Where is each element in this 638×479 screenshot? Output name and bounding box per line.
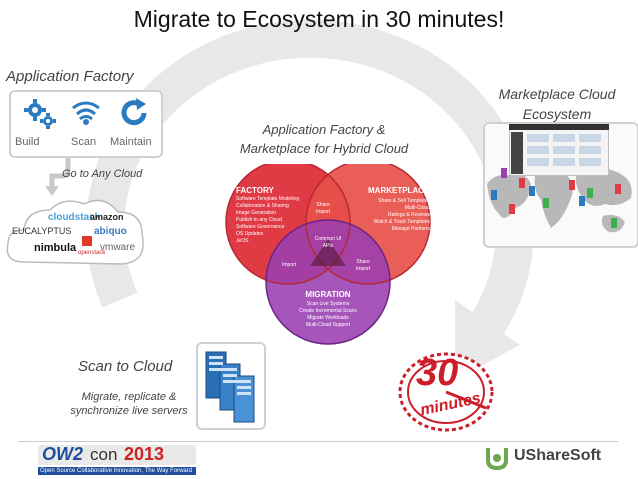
center-caption-line-2: Marketplace for Hybrid Cloud	[239, 141, 409, 156]
page-title: Migrate to Ecosystem in 30 minutes!	[133, 6, 505, 32]
cloudstack-logo: cloudstack	[48, 212, 101, 223]
venn-factory-line: Software Governance	[236, 224, 285, 230]
venn-share-import-right: Share Import	[356, 259, 370, 273]
ow2con-logo: OW2 con 2013 Open Source Collaborative I…	[38, 444, 198, 479]
marketplace-title-line-1: Marketplace Cloud	[498, 86, 616, 102]
venn-import-label: Import	[316, 209, 331, 215]
amazon-logo: amazon	[90, 212, 124, 222]
venn-common-line: APIs	[322, 243, 334, 249]
openstack-logo: openstack	[78, 250, 106, 256]
venn-diagram: FACTORY Software Template Modeling Colla…	[210, 164, 446, 346]
usharesoft-logo: UShareSoft	[484, 442, 610, 472]
venn-share-import-top: Share Import	[316, 202, 330, 216]
venn-import-left: Import	[282, 262, 297, 268]
openstack-icon	[82, 236, 92, 246]
scan-label: Scan	[71, 136, 97, 148]
scan-subtitle-line-1: Migrate, replicate &	[81, 391, 177, 403]
thirty-minutes-badge: 30 minutes	[396, 348, 496, 434]
build-label: Build	[15, 136, 40, 148]
ow2-tagline: Open Source Collaborative Innovation, Th…	[38, 467, 196, 475]
venn-marketplace-line: Multi-Cloud	[404, 205, 430, 211]
venn-migration-line: Multi-Cloud Support	[305, 322, 351, 328]
marketplace-screenshot	[509, 124, 609, 176]
marketplace-box	[483, 122, 638, 248]
stopwatch-icon	[398, 352, 494, 432]
venn-import-label: Import	[356, 266, 371, 272]
venn-common-line: Common UI	[314, 236, 342, 242]
con-text: con	[90, 445, 118, 464]
scan-subtitle: Migrate, replicate & synchronize live se…	[64, 390, 194, 418]
app-factory-title: Application Factory	[6, 68, 134, 85]
venn-common: Common UI APIs	[310, 236, 346, 250]
venn-factory-line: Publish to any Cloud	[236, 217, 282, 223]
venn-marketplace-line: Watch & Track Templates	[373, 219, 430, 225]
eucalyptus-logo: EUCALYPTUS	[12, 226, 72, 236]
venn-factory-lines: Software Template Modeling Collaboration…	[236, 196, 299, 245]
venn-factory-line: Image Generation	[236, 210, 277, 216]
ow2con-logo-bg	[38, 445, 196, 465]
venn-marketplace-title: MARKETPLACE	[368, 186, 430, 195]
app-factory-box: Build Scan Maintain	[9, 90, 163, 158]
cloud-providers: cloudstack amazon EUCALYPTUS abiquo nimb…	[4, 192, 148, 274]
venn-marketplace-lines: Share & Sell Templates Multi-Cloud Ratin…	[350, 198, 430, 233]
venn-factory-title: FACTORY	[236, 186, 274, 195]
scan-subtitle-line-2: synchronize live servers	[70, 405, 188, 417]
usharesoft-icon	[486, 448, 508, 470]
refresh-icon	[121, 98, 147, 126]
servers-icon	[205, 351, 255, 423]
down-arrow-icon	[45, 158, 71, 196]
venn-marketplace-line: Manage Partners	[391, 226, 430, 232]
venn-migration-line: Scan Live Systems	[306, 301, 350, 307]
maintain-label: Maintain	[110, 136, 152, 148]
center-caption: Application Factory & Marketplace for Hy…	[224, 120, 424, 158]
venn-circles	[225, 164, 431, 345]
scan-title: Scan to Cloud	[78, 358, 173, 375]
venn-marketplace-line: Ratings & Reviews	[388, 212, 430, 218]
venn-migration-lines: Scan Live Systems Create Incremental Sca…	[288, 301, 368, 329]
gears-icon	[24, 99, 56, 129]
venn-factory-line: JeOS	[236, 238, 249, 244]
center-caption-line-1: Application Factory &	[262, 122, 386, 137]
venn-marketplace-line: Share & Sell Templates	[378, 198, 430, 204]
venn-share-label: Share	[356, 259, 370, 265]
venn-share-label: Share	[316, 202, 330, 208]
vmware-logo: vmware	[100, 242, 136, 253]
venn-factory-line: OS Updates	[236, 231, 264, 237]
venn-migration-line: Migrate Workloads	[307, 315, 349, 321]
venn-migration-title: MIGRATION	[305, 290, 351, 299]
abiquo-logo: abiquo	[94, 226, 127, 237]
footer-divider	[18, 441, 618, 442]
marketplace-title: Marketplace Cloud Ecosystem	[480, 84, 634, 124]
usharesoft-text: UShareSoft	[514, 447, 602, 464]
venn-migration-line: Create Incremental Scans	[299, 308, 357, 314]
marketplace-title-line-2: Ecosystem	[522, 106, 592, 122]
ow2-brand: OW2	[42, 444, 84, 464]
wifi-scan-icon	[72, 101, 100, 125]
server-stack-box	[196, 342, 266, 430]
thirty-number: 30	[416, 352, 459, 394]
year-text: 2013	[124, 444, 165, 464]
venn-factory-line: Software Template Modeling	[236, 196, 299, 202]
venn-factory-line: Collaboration & Sharing	[236, 203, 289, 209]
cloud-shape	[6, 199, 144, 265]
go-to-cloud-label: Go to Any Cloud	[62, 168, 143, 180]
nimbula-logo: nimbula	[34, 242, 77, 254]
